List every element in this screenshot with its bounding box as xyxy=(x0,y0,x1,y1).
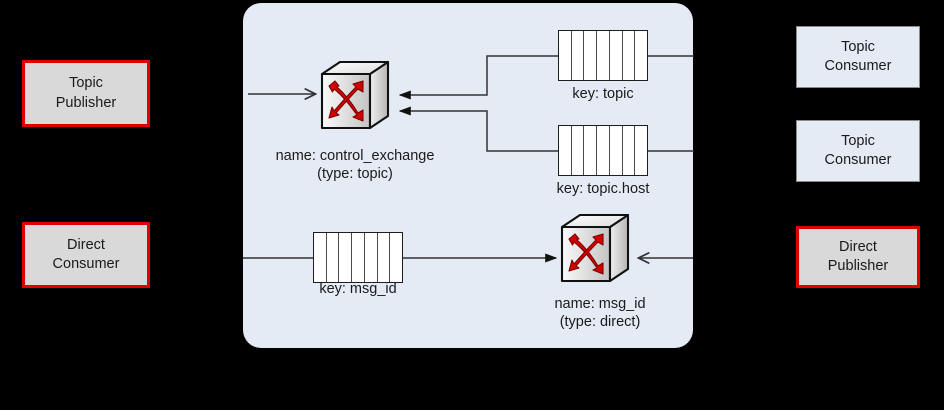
queue-topic-host xyxy=(558,125,648,176)
queue-cell xyxy=(610,126,623,175)
queue-cell xyxy=(365,233,378,282)
queue-cell xyxy=(339,233,353,282)
msg-id-exchange-caption: name: msg_id (type: direct) xyxy=(554,296,646,330)
queue-cell xyxy=(597,126,610,175)
queue-cell xyxy=(610,31,623,80)
queue-cell xyxy=(572,126,585,175)
queue-cell xyxy=(352,233,365,282)
queue-cell xyxy=(572,31,585,80)
queue-cell xyxy=(635,126,647,175)
topic-consumer-box-2: Topic Consumer xyxy=(796,120,920,182)
control-exchange-caption: name: control_exchange (type: topic) xyxy=(275,148,435,182)
queue-topic xyxy=(558,30,648,81)
queue-topic-caption: key: topic xyxy=(572,86,634,102)
queue-cell xyxy=(623,126,636,175)
queue-cell xyxy=(597,31,610,80)
queue-cell xyxy=(635,31,647,80)
queue-cell xyxy=(314,233,327,282)
queue-cell xyxy=(559,126,572,175)
direct-consumer-box: Direct Consumer xyxy=(22,222,150,288)
queue-msg-id-caption: key: msg_id xyxy=(319,281,397,297)
topic-consumer-box-1: Topic Consumer xyxy=(796,26,920,88)
direct-publisher-box: Direct Publisher xyxy=(796,226,920,288)
queue-cell xyxy=(559,31,572,80)
topic-publisher-box: Topic Publisher xyxy=(22,60,150,127)
queue-cell xyxy=(584,31,598,80)
queue-topic-host-caption: key: topic.host xyxy=(556,181,650,197)
queue-msg-id xyxy=(313,232,403,283)
queue-cell xyxy=(390,233,402,282)
queue-cell xyxy=(623,31,636,80)
queue-cell xyxy=(327,233,340,282)
queue-cell xyxy=(584,126,598,175)
queue-cell xyxy=(378,233,391,282)
